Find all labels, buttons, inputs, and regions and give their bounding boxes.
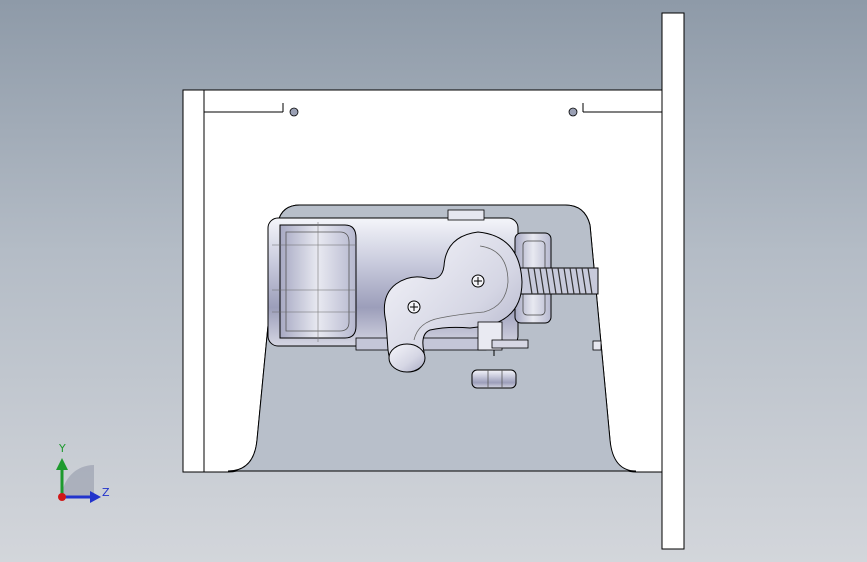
mounting-hole-left (289, 107, 299, 117)
bracket (477, 321, 529, 356)
y-axis-label: Y (59, 442, 66, 455)
right-side-plate (661, 12, 685, 550)
locating-pin (592, 340, 602, 351)
adjust-knob[interactable] (471, 369, 517, 389)
z-axis-label: Z (102, 486, 110, 499)
mounting-hole-right (568, 107, 578, 117)
clamp-lever[interactable] (383, 231, 523, 373)
axis-triad (56, 458, 101, 503)
origin-dot (58, 493, 66, 501)
lead-screw[interactable] (519, 267, 599, 295)
